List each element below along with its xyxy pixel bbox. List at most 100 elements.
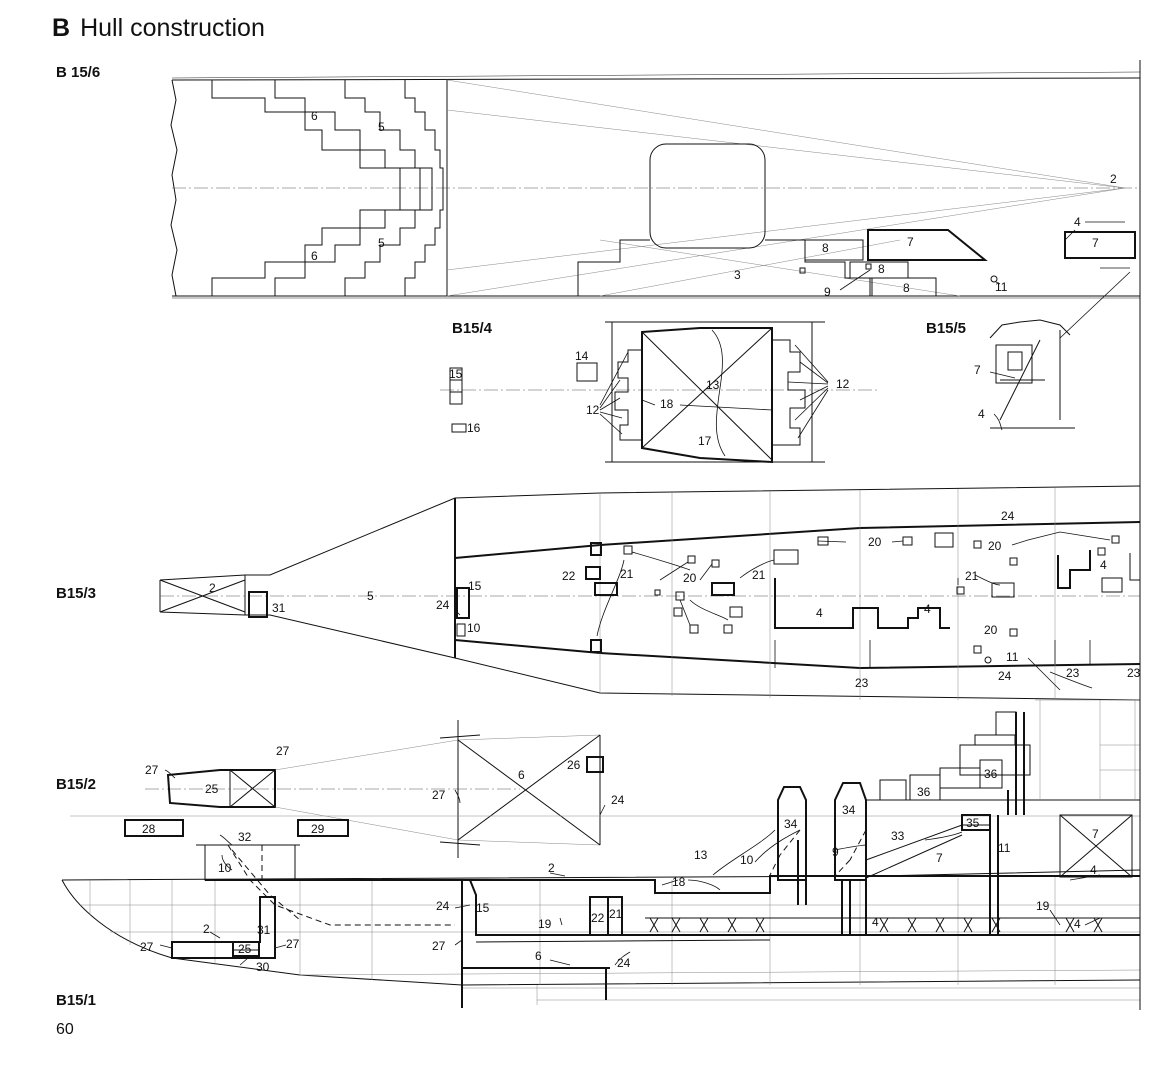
callout-21: 21 — [609, 907, 623, 921]
callout-6: 6 — [311, 249, 318, 263]
section-b15-4 — [440, 321, 880, 464]
callout-9: 9 — [824, 285, 831, 299]
callout-31: 31 — [257, 923, 271, 937]
callout-6: 6 — [535, 949, 542, 963]
callout-4: 4 — [1090, 863, 1097, 877]
callout-36: 36 — [984, 767, 998, 781]
callout-15: 15 — [468, 579, 482, 593]
callout-27: 27 — [432, 939, 446, 953]
callout-21: 21 — [965, 569, 979, 583]
callout-4: 4 — [978, 407, 985, 421]
callout-11: 11 — [995, 280, 1008, 294]
callout-27: 27 — [432, 788, 446, 802]
callout-7: 7 — [974, 363, 981, 377]
callout-27: 27 — [276, 744, 290, 758]
callout-23: 23 — [1066, 666, 1080, 680]
callout-19: 19 — [538, 917, 552, 931]
callout-8: 8 — [822, 241, 829, 255]
callout-14: 14 — [575, 349, 589, 363]
callout-12: 12 — [586, 403, 600, 417]
callout-labels: 6 5 6 5 2 8 7 8 8 3 9 11 4 7 15 16 14 12… — [140, 109, 1141, 974]
callout-19: 19 — [1036, 899, 1050, 913]
callout-20: 20 — [868, 535, 882, 549]
callout-4: 4 — [1074, 215, 1081, 229]
callout-2: 2 — [209, 581, 216, 595]
callout-17: 17 — [698, 434, 712, 448]
callout-10: 10 — [740, 853, 754, 867]
callout-7: 7 — [1092, 236, 1099, 250]
callout-10: 10 — [218, 861, 232, 875]
callout-8: 8 — [878, 262, 885, 276]
callout-35: 35 — [966, 816, 980, 830]
callout-20: 20 — [683, 571, 697, 585]
callout-4: 4 — [1074, 917, 1081, 931]
callout-18: 18 — [672, 875, 686, 889]
callout-4: 4 — [924, 602, 931, 616]
callout-27: 27 — [140, 940, 154, 954]
callout-30: 30 — [256, 960, 270, 974]
heading-letter: B — [52, 14, 71, 42]
callout-24: 24 — [998, 669, 1012, 683]
callout-33: 33 — [891, 829, 905, 843]
callout-24: 24 — [611, 793, 625, 807]
callout-16: 16 — [467, 421, 481, 435]
callout-23: 23 — [855, 676, 869, 690]
callout-2: 2 — [548, 861, 555, 875]
callout-7: 7 — [936, 851, 943, 865]
profile-b15-1 — [61, 60, 1141, 1010]
callout-4: 4 — [872, 915, 879, 929]
callout-5: 5 — [367, 589, 374, 603]
callout-11: 11 — [1006, 650, 1019, 664]
callout-24: 24 — [436, 598, 450, 612]
callout-24: 24 — [436, 899, 450, 913]
callout-26: 26 — [567, 758, 581, 772]
callout-34: 34 — [784, 817, 798, 831]
callout-20: 20 — [988, 539, 1002, 553]
callout-32: 32 — [238, 830, 252, 844]
view-label-b15-5: B15/5 — [926, 320, 967, 337]
callout-3: 3 — [734, 268, 741, 282]
callout-22: 22 — [591, 911, 605, 925]
callout-27: 27 — [145, 763, 159, 777]
detail-b15-5 — [989, 319, 1075, 431]
callout-25: 25 — [205, 782, 219, 796]
callout-5: 5 — [378, 236, 385, 250]
callout-13: 13 — [694, 848, 708, 862]
callout-4: 4 — [1100, 558, 1107, 572]
callout-7: 7 — [1092, 827, 1099, 841]
callout-5: 5 — [378, 120, 385, 134]
callout-2: 2 — [1110, 172, 1117, 186]
callout-29: 29 — [311, 822, 325, 836]
callout-2: 2 — [203, 922, 210, 936]
callout-4: 4 — [816, 606, 823, 620]
callout-36: 36 — [917, 785, 931, 799]
callout-25: 25 — [238, 942, 252, 956]
callout-6: 6 — [518, 768, 525, 782]
callout-18: 18 — [660, 397, 674, 411]
callout-11: 11 — [998, 841, 1011, 855]
callout-31: 31 — [272, 601, 286, 615]
view-label-b15-2: B15/2 — [56, 776, 97, 793]
view-label-b15-6: B 15/6 — [56, 64, 101, 81]
page-number: 60 — [56, 1021, 74, 1038]
callout-28: 28 — [142, 822, 156, 836]
plan-b15-2 — [70, 720, 1140, 858]
callout-8: 8 — [903, 281, 910, 295]
callout-7: 7 — [907, 235, 914, 249]
callout-10: 10 — [467, 621, 481, 635]
plan-b15-6 — [170, 71, 1141, 339]
callout-20: 20 — [984, 623, 998, 637]
callout-23: 23 — [1127, 666, 1141, 680]
callout-21: 21 — [620, 567, 634, 581]
callout-34: 34 — [842, 803, 856, 817]
view-label-b15-1: B15/1 — [56, 992, 97, 1009]
callout-24: 24 — [1001, 509, 1015, 523]
view-label-b15-3: B15/3 — [56, 585, 97, 602]
plan-b15-3 — [159, 485, 1141, 701]
callout-27: 27 — [286, 937, 300, 951]
callout-15: 15 — [449, 367, 463, 381]
callout-13: 13 — [706, 378, 720, 392]
callout-22: 22 — [562, 569, 576, 583]
callout-24: 24 — [617, 956, 631, 970]
callout-21: 21 — [752, 568, 766, 582]
